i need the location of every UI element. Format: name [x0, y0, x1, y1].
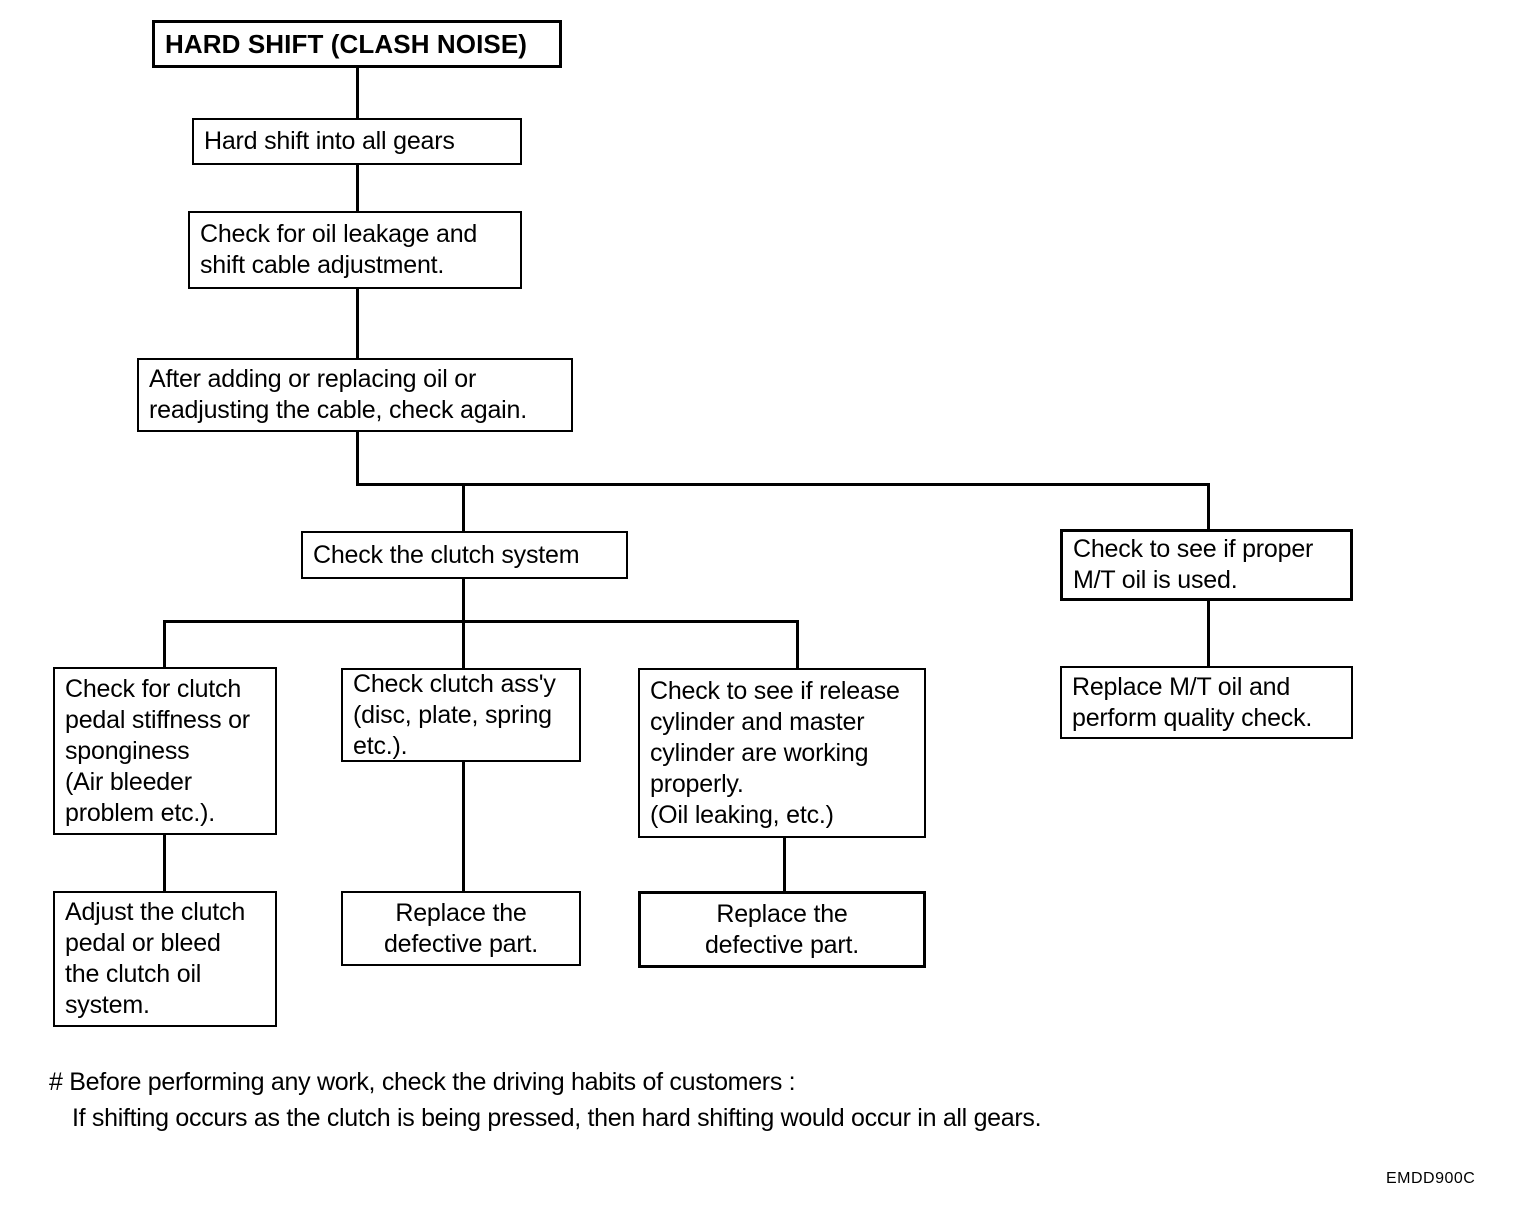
connector-sub-to-assy [462, 620, 465, 670]
node-check-clutch-assy-label: Check clutch ass'y (disc, plate, spring … [353, 669, 556, 760]
node-check-clutch-system[interactable]: Check the clutch system [301, 531, 628, 579]
node-recheck-label: After adding or replacing oil or readjus… [149, 365, 527, 424]
node-replace-defective-1[interactable]: Replace the defective part. [341, 891, 581, 966]
node-symptom[interactable]: Hard shift into all gears [192, 118, 522, 165]
node-check-clutch-assy[interactable]: Check clutch ass'y (disc, plate, spring … [341, 668, 581, 762]
connector-split-to-clutch-system [462, 483, 465, 533]
node-check-mt-oil-label: Check to see if proper M/T oil is used. [1073, 535, 1314, 594]
node-check-mt-oil[interactable]: Check to see if proper M/T oil is used. [1060, 529, 1353, 601]
connector-clutchsystem-drop [462, 578, 465, 623]
node-replace-mt-oil[interactable]: Replace M/T oil and perform quality chec… [1060, 666, 1353, 739]
node-symptom-label: Hard shift into all gears [204, 127, 455, 155]
node-adjust-pedal[interactable]: Adjust the clutch pedal or bleed the clu… [53, 891, 277, 1027]
node-replace-defective-2-label: Replace the defective part. [704, 899, 860, 959]
connector-oilcheck-to-recheck [356, 288, 359, 360]
node-check-cylinders-label: Check to see if release cylinder and mas… [650, 676, 900, 829]
connector-assy-to-replace [462, 762, 465, 891]
connector-sub-to-pedal [163, 620, 166, 668]
node-recheck[interactable]: After adding or replacing oil or readjus… [137, 358, 573, 432]
connector-mtoil-to-replace [1207, 600, 1210, 667]
node-root-label: HARD SHIFT (CLASH NOISE) [165, 28, 528, 59]
connector-clutch-sub-split-bar [163, 620, 799, 623]
node-replace-defective-1-label: Replace the defective part. [383, 898, 539, 958]
connector-sub-to-cylinders [796, 620, 799, 668]
node-check-pedal[interactable]: Check for clutch pedal stiffness or spon… [53, 667, 277, 835]
footnote-line-1: # Before performing any work, check the … [49, 1068, 796, 1096]
node-replace-mt-oil-label: Replace M/T oil and perform quality chec… [1072, 672, 1313, 732]
node-check-oil-cable-label: Check for oil leakage and shift cable ad… [200, 220, 478, 279]
connector-pedal-to-adjust [163, 835, 166, 891]
connector-split-to-mt-oil [1207, 483, 1210, 530]
connector-root-to-symptom [356, 66, 359, 120]
footnote-line-2: If shifting occurs as the clutch is bein… [72, 1104, 1042, 1132]
figure-code: EMDD900C [1386, 1170, 1476, 1187]
node-check-oil-cable[interactable]: Check for oil leakage and shift cable ad… [188, 211, 522, 289]
node-check-pedal-label: Check for clutch pedal stiffness or spon… [65, 674, 250, 827]
node-adjust-pedal-label: Adjust the clutch pedal or bleed the clu… [65, 898, 246, 1019]
connector-main-split-bar [356, 483, 1210, 486]
node-replace-defective-2[interactable]: Replace the defective part. [638, 891, 926, 968]
connector-cylinders-to-replace [783, 838, 786, 891]
node-root[interactable]: HARD SHIFT (CLASH NOISE) [152, 20, 562, 68]
node-check-cylinders[interactable]: Check to see if release cylinder and mas… [638, 668, 926, 838]
connector-recheck-drop [356, 430, 359, 486]
node-check-clutch-system-label: Check the clutch system [313, 540, 580, 569]
connector-symptom-to-oilcheck [356, 164, 359, 214]
